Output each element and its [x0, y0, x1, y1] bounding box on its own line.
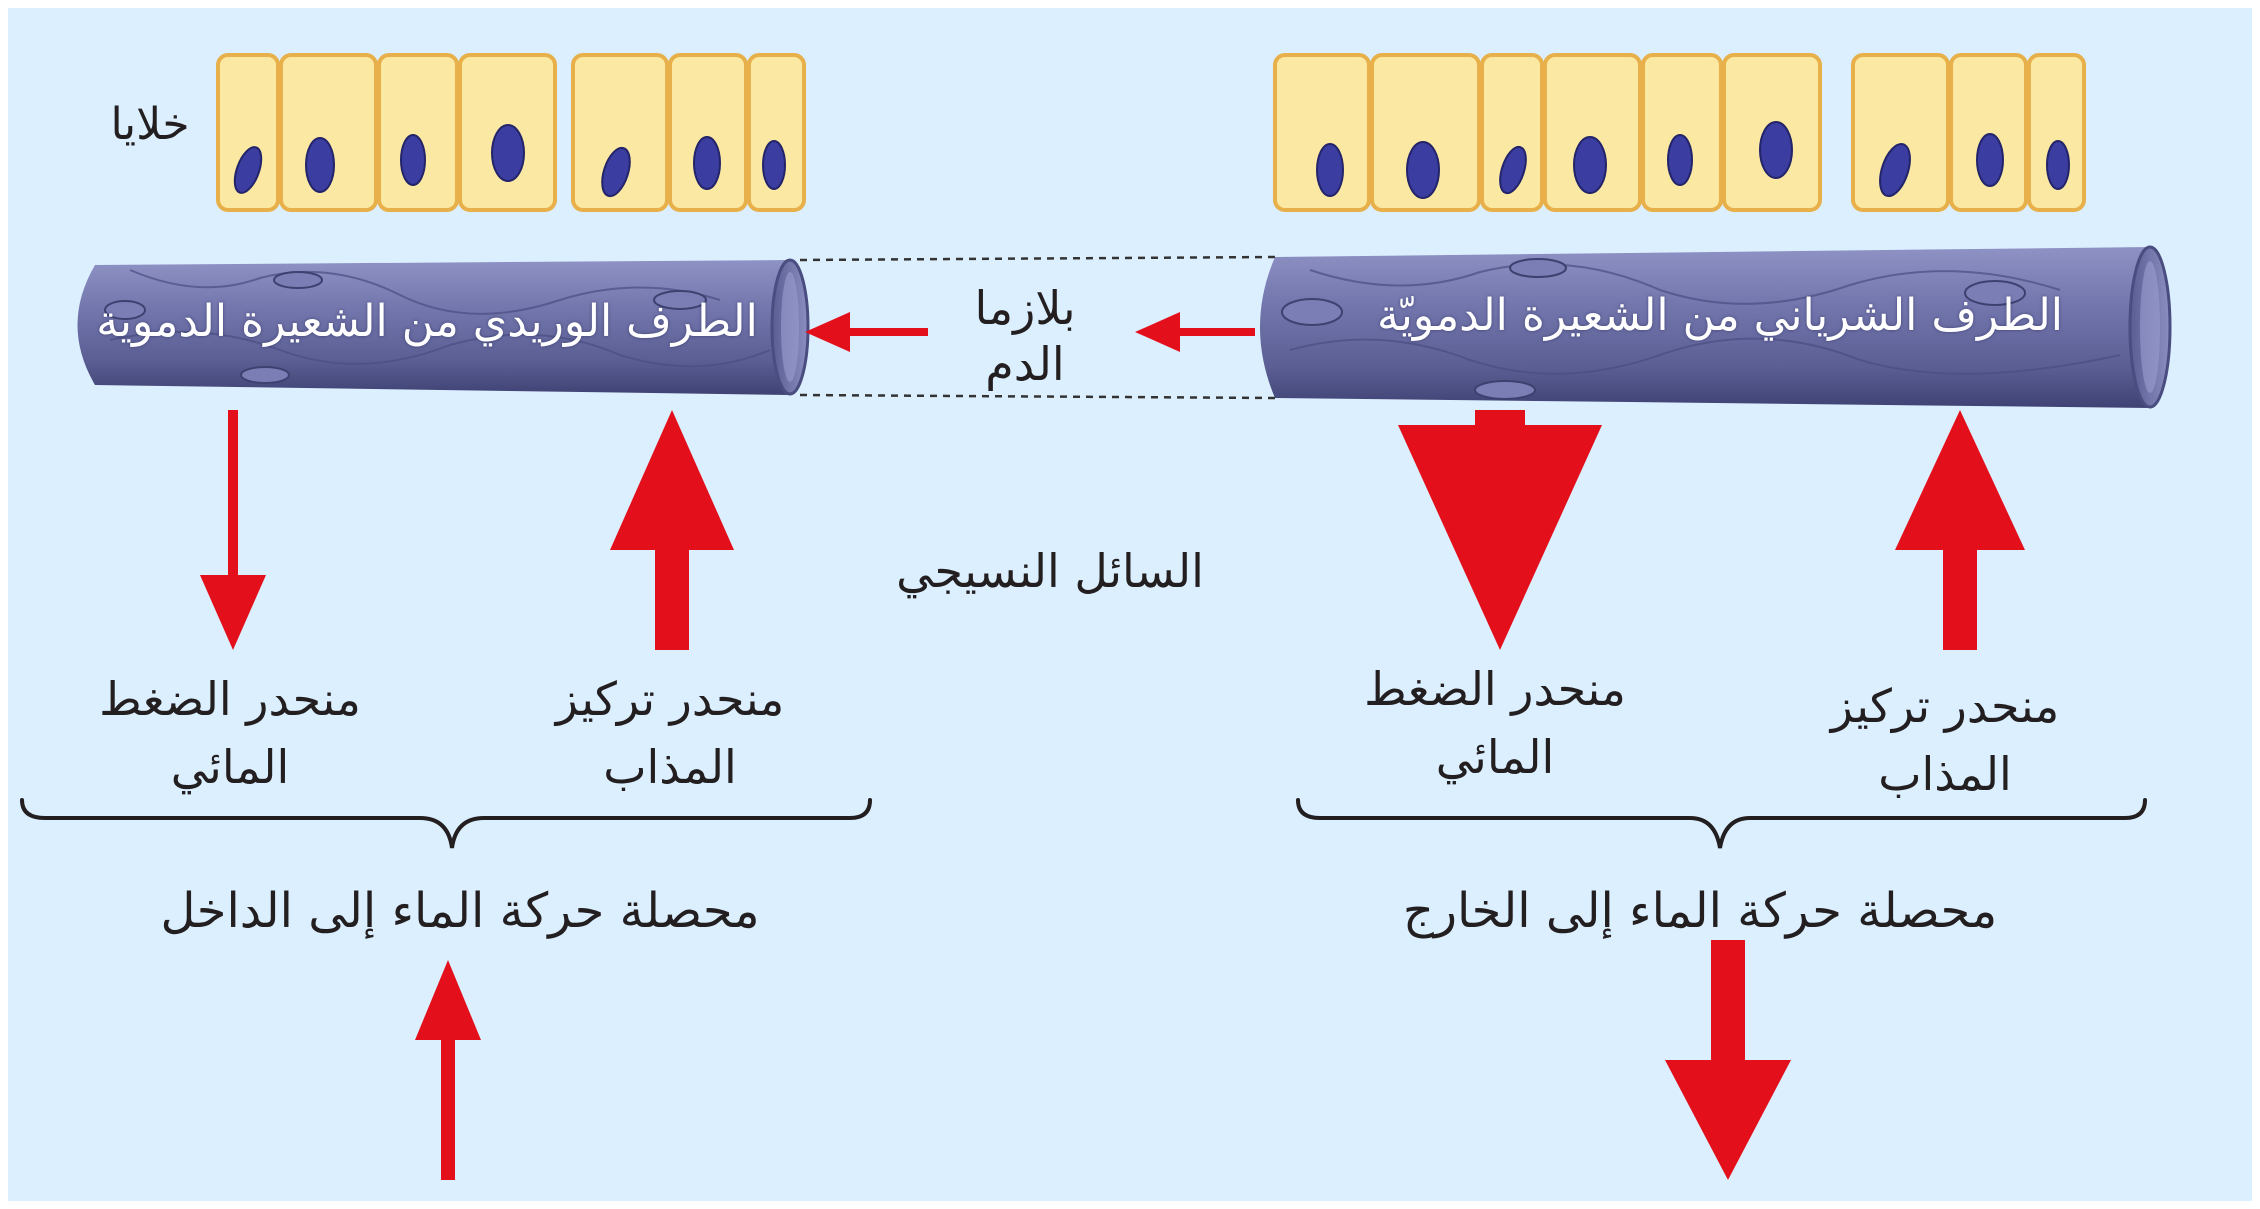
- right-hydrostatic-arrow-down: [1398, 410, 1602, 650]
- nucleus: [233, 146, 263, 194]
- plasma-arrow-left: [805, 312, 928, 352]
- net-outward-label: محصلة حركة الماء إلى الخارج: [1402, 883, 1998, 939]
- left-solute-arrow-up: [610, 410, 734, 650]
- cell: [1370, 53, 1481, 212]
- cells-right: [1273, 53, 2086, 212]
- cell: [1273, 53, 1371, 212]
- cell: [377, 53, 459, 212]
- arterial-capillary: [1260, 245, 2172, 409]
- nucleus: [1499, 145, 1527, 195]
- nucleus: [491, 124, 525, 182]
- plasma-flow-arrows: [805, 312, 1255, 352]
- net-outward-arrow-down: [1665, 940, 1791, 1180]
- cell: [1851, 53, 1950, 212]
- nucleus: [305, 137, 335, 193]
- cell: [2027, 53, 2086, 212]
- nucleus: [1976, 133, 2004, 187]
- cell: [1480, 53, 1544, 212]
- net-inward-label: محصلة حركة الماء إلى الداخل: [160, 883, 760, 939]
- left-hydrostatic-line2: المائي: [170, 740, 290, 794]
- left-solute-gradient-label: منحدر تركيز المذاب: [520, 665, 820, 801]
- left-hydrostatic-arrow-down: [200, 410, 266, 650]
- endothelial-cell: [1474, 380, 1536, 400]
- venous-capillary: [77, 258, 810, 396]
- venous-end-label: الطرف الوريدي من الشعيرة الدموية: [96, 296, 758, 347]
- tissue-fluid-label: السائل النسيجي: [896, 544, 1204, 598]
- nucleus: [601, 146, 631, 198]
- endothelial-cell: [240, 366, 290, 384]
- net-inward-arrow-up: [415, 960, 481, 1180]
- right-solute-arrow-up: [1895, 410, 2025, 650]
- nucleus: [1316, 143, 1344, 197]
- cell: [571, 53, 669, 212]
- nucleus: [1667, 134, 1693, 186]
- endothelial-cell: [1281, 298, 1343, 326]
- endothelial-cell: [653, 290, 707, 310]
- cells-left: [216, 53, 806, 212]
- right-hydrostatic-line1: منحدر الضغط: [1364, 662, 1626, 716]
- nucleus: [2046, 140, 2070, 190]
- cell: [1949, 53, 2028, 212]
- right-hydrostatic-line2: المائي: [1435, 730, 1555, 784]
- left-arrows: [200, 410, 734, 1180]
- capillary-dashed-outline: [799, 255, 1276, 400]
- nuclei-left: [233, 124, 786, 198]
- braces: [20, 798, 2147, 849]
- plasma-label-line1: بلازما: [974, 281, 1076, 335]
- right-hydrostatic-gradient-label: منحدر الضغط المائي: [1325, 655, 1665, 791]
- nucleus: [1573, 136, 1607, 194]
- endothelial-cell: [273, 271, 323, 289]
- left-solute-line2: المذاب: [603, 740, 737, 794]
- right-brace: [1296, 798, 2147, 849]
- right-solute-line1: منحدر تركيز: [1830, 679, 2060, 733]
- plasma-label: بلازما الدم: [920, 280, 1130, 392]
- endothelial-cell: [1509, 258, 1567, 278]
- cell: [668, 53, 748, 212]
- endothelial-cell: [104, 300, 146, 320]
- nucleus: [693, 136, 721, 190]
- plasma-label-line2: الدم: [985, 337, 1065, 391]
- right-arrows: [1398, 410, 2025, 1180]
- nucleus: [1759, 121, 1793, 179]
- right-solute-line2: المذاب: [1878, 747, 2012, 801]
- left-hydrostatic-gradient-label: منحدر الضغط المائي: [60, 665, 400, 801]
- left-solute-line1: منحدر تركيز: [555, 672, 785, 726]
- cell: [216, 53, 280, 212]
- cells-label: خلايا: [110, 99, 190, 150]
- arterial-end-label: الطرف الشرياني من الشعيرة الدمويّة: [1377, 290, 2063, 341]
- plasma-arrow-right: [1135, 312, 1255, 352]
- right-solute-gradient-label: منحدر تركيز المذاب: [1780, 672, 2110, 808]
- endothelial-cell: [1964, 280, 2026, 306]
- cell: [1543, 53, 1642, 212]
- left-hydrostatic-line1: منحدر الضغط: [99, 672, 361, 726]
- nucleus: [762, 140, 786, 190]
- cell: [279, 53, 378, 212]
- nucleus: [400, 134, 426, 186]
- nucleus: [1406, 141, 1440, 199]
- cell: [1641, 53, 1723, 212]
- left-brace: [20, 798, 872, 849]
- nucleus: [1879, 143, 1911, 197]
- nuclei-right: [1316, 121, 2070, 199]
